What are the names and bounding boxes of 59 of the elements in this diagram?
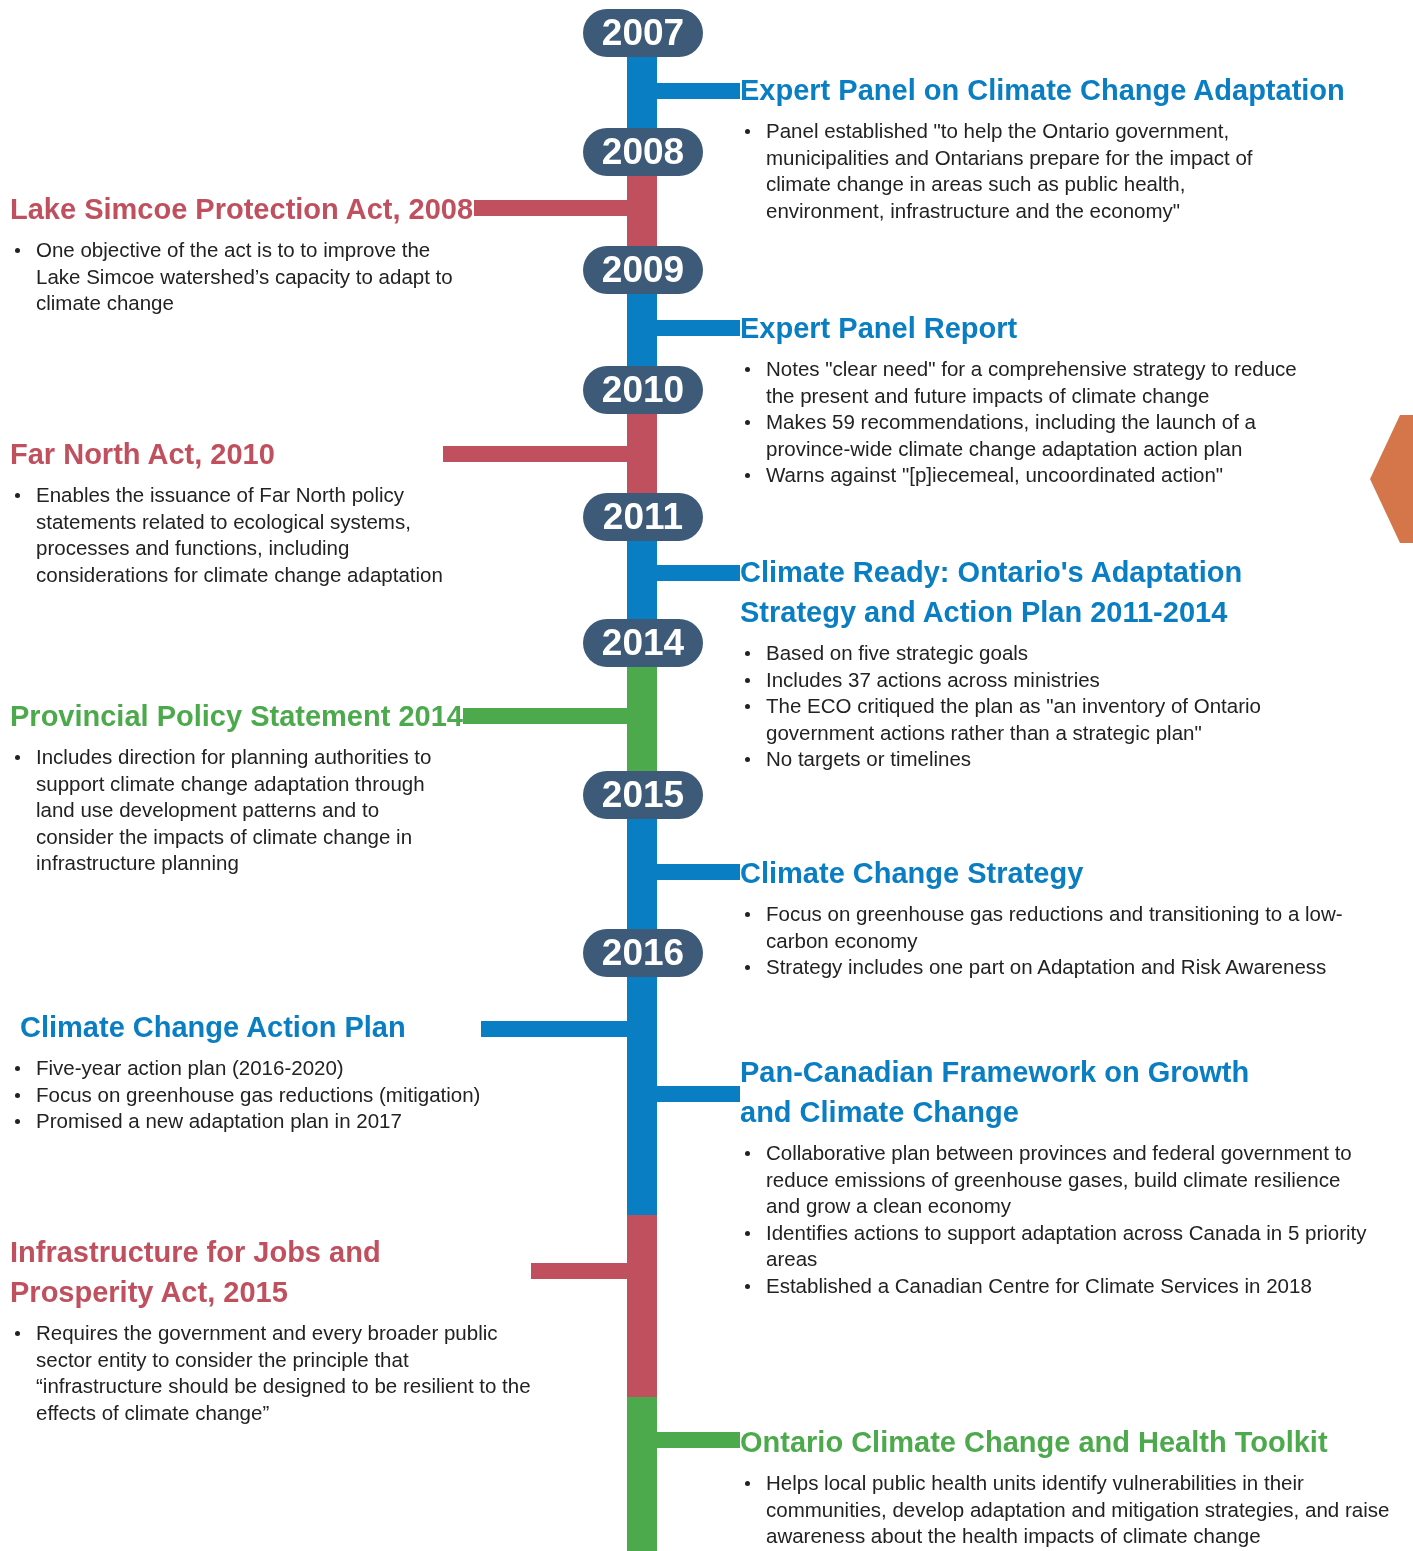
connector-bar: [474, 200, 627, 216]
timeline-segment: [627, 819, 657, 929]
year-badge: 2011: [583, 493, 703, 541]
timeline-segment: [627, 57, 657, 128]
connector-bar: [463, 708, 627, 724]
connector-bar: [481, 1021, 627, 1037]
bullet-point: Focus on greenhouse gas reductions and transitioning to a low-carbon economy: [740, 901, 1350, 955]
year-badge: 2014: [583, 619, 703, 667]
bullet-point: Makes 59 recommendations, including the launch of a province-wide climate change adaptation action plan: [740, 409, 1325, 463]
connector-bar: [657, 83, 740, 99]
bullet-point: Collaborative plan between provinces and federal government to reduce emissions of greenhouse gases, build climate resilience and grow a clean economy: [740, 1140, 1380, 1220]
bullet-point: No targets or timelines: [740, 746, 1330, 773]
bullet-point: Identifies actions to support adaptation across Canada in 5 priority areas: [740, 1219, 1380, 1273]
connector-bar: [657, 1086, 740, 1102]
year-badge: 2007: [583, 9, 703, 57]
event-heading: Climate Ready: Ontario's Adaptation Strategy and Action Plan 2011-2014: [740, 555, 1244, 630]
bullet-point: The ECO critiqued the plan as "an inventory of Ontario government actions rather than a strategic plan": [740, 693, 1330, 747]
event-heading: Infrastructure for Jobs and Prosperity Act, 2015: [10, 1235, 382, 1310]
timeline-segment: [627, 176, 657, 246]
connector-bar: [531, 1263, 627, 1279]
bullet-point: Five-year action plan (2016-2020): [10, 1055, 530, 1082]
connector-bar: [657, 1432, 740, 1448]
event-heading: Climate Change Strategy: [740, 856, 1085, 891]
timeline-segment: [627, 977, 657, 1551]
bullet-point: Established a Canadian Centre for Climate Services in 2018: [740, 1272, 1380, 1300]
bullet-point: Notes "clear need" for a comprehensive strategy to reduce the present and future impacts of climate change: [740, 356, 1325, 410]
event-heading: Provincial Policy Statement 2014: [10, 699, 463, 734]
timeline-segment: [627, 541, 657, 619]
year-badge: 2008: [583, 128, 703, 176]
bullet-point: Panel established "to help the Ontario government, municipalities and Ontarians prepare for the impact of climate change in areas such as public health, environment, infrastructure and the economy": [740, 118, 1295, 225]
event-heading: Climate Change Action Plan: [19, 1010, 407, 1045]
year-badge: 2009: [583, 246, 703, 294]
timeline-segment: [627, 294, 657, 366]
bullet-point: Focus on greenhouse gas reductions (mitigation): [10, 1081, 530, 1109]
timeline-segment: [627, 667, 657, 771]
connector-bar: [657, 864, 740, 880]
event-heading: Expert Panel Report: [740, 311, 1019, 346]
bullet-point: Warns against "[p]iecemeal, uncoordinated action": [740, 462, 1325, 489]
bullet-point: Includes 37 actions across ministries: [740, 666, 1330, 694]
year-badge: 2015: [583, 771, 703, 819]
year-badge: 2010: [583, 366, 703, 414]
year-badge: 2016: [583, 929, 703, 977]
event-heading: Lake Simcoe Protection Act, 2008: [10, 192, 474, 227]
event-heading: Far North Act, 2010: [10, 437, 276, 472]
bullet-point: Enables the issuance of Far North policy statements related to ecological systems, processes and functions, including considerations for climate change adaptation: [10, 482, 470, 589]
bullet-point: One objective of the act is to to improve the Lake Simcoe watershed’s capacity to adapt to climate change: [10, 237, 465, 317]
connector-bar: [657, 565, 740, 581]
bullet-point: Helps local public health units identify vulnerabilities in their communities, develop adaptation and mitigation strategies, and raise awareness about the health impacts of climate change: [740, 1470, 1390, 1550]
connector-bar: [443, 446, 627, 462]
bullet-point: Promised a new adaptation plan in 2017: [10, 1108, 530, 1135]
event-heading: Expert Panel on Climate Change Adaptation: [740, 73, 1346, 108]
bullet-point: Based on five strategic goals: [740, 640, 1330, 667]
bullet-point: Strategy includes one part on Adaptation and Risk Awareness: [740, 954, 1350, 981]
event-heading: Ontario Climate Change and Health Toolkit: [740, 1425, 1329, 1460]
connector-bar: [657, 320, 740, 336]
timeline-segment: [627, 414, 657, 493]
bullet-point: Includes direction for planning authorities to support climate change adaptation through land use development patterns and to consider the impacts of climate change in infrastructure planning: [10, 744, 440, 877]
event-heading: Pan-Canadian Framework on Growth and Climate Change: [740, 1055, 1251, 1130]
bullet-point: Requires the government and every broader public sector entity to consider the principle that “infrastructure should be designed to be resilient to the effects of climate change”: [10, 1320, 535, 1427]
